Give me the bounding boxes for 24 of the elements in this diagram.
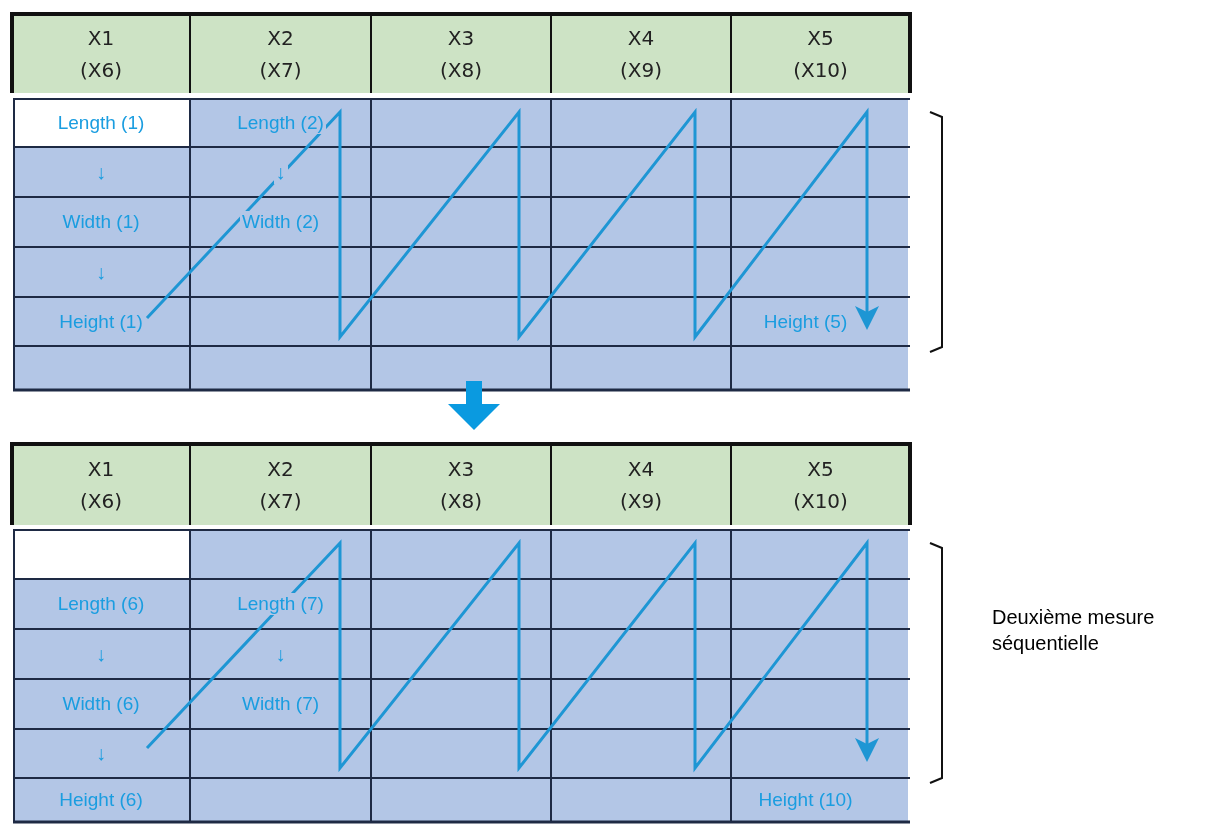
column-header: X3 (X8) <box>440 455 482 515</box>
arrow-glyph: ↓ <box>96 642 106 666</box>
column-header: X5 (X10) <box>793 455 848 515</box>
measurement-label: Height (5) <box>763 310 848 333</box>
column-header: X4 (X9) <box>620 455 662 515</box>
arrow-glyph: ↓ <box>96 160 106 184</box>
column-header: X4 (X9) <box>620 24 662 84</box>
column-header: X1 (X6) <box>80 24 122 84</box>
measurement-label: Length (6) <box>57 593 145 615</box>
column-header: X2 (X7) <box>259 24 302 84</box>
measurement-label: Height (10) <box>758 789 853 811</box>
column-header: X1 (X6) <box>80 455 122 515</box>
column-header: X3 (X8) <box>440 24 482 84</box>
measurement-label: Width (1) <box>62 211 140 233</box>
measurement-label: Width (6) <box>62 693 140 715</box>
measurement-label: Length (1) <box>57 112 145 134</box>
column-header: X5 (X10) <box>793 24 848 84</box>
arrow-glyph: ↓ <box>96 742 106 765</box>
annotation-text: Deuxième mesure séquentielle <box>992 605 1156 656</box>
measurement-label: Height (1) <box>59 310 143 333</box>
arrow-glyph: ↓ <box>96 260 106 284</box>
measurement-label: Height (6) <box>59 789 143 811</box>
column-header: X2 (X7) <box>259 455 302 515</box>
measurement-label: Length (7) <box>235 593 326 615</box>
